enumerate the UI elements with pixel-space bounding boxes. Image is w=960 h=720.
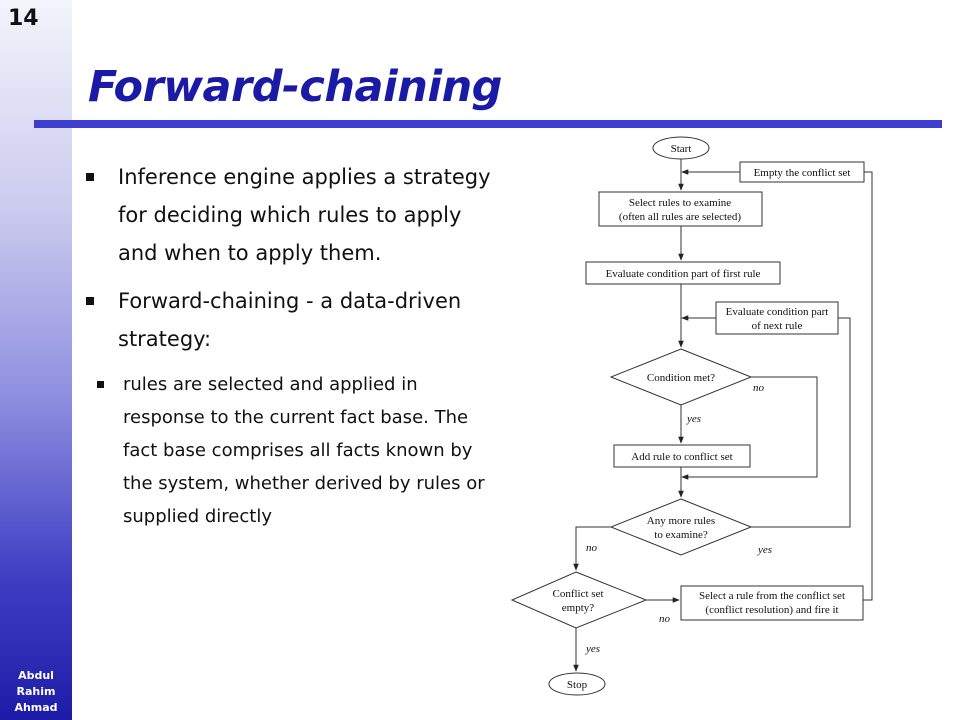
arrow-more-no	[573, 526, 611, 571]
square-bullet-icon	[97, 381, 104, 388]
evaluate-first-rule-box	[585, 261, 781, 285]
square-bullet-icon	[86, 297, 94, 305]
select-rules-label-2: (often all rules are selected)	[619, 211, 741, 223]
more-rules-label-1: Any more rules	[647, 515, 715, 527]
more-no-label: no	[586, 542, 598, 554]
stop-terminal	[548, 672, 606, 696]
sub-bullet-rules-selected: rules are selected and applied in respon…	[46, 368, 502, 533]
condition-no-label: no	[753, 382, 765, 394]
sub-bullet-text: rules are selected and applied in respon…	[123, 374, 485, 527]
arrow-fire-to-empty	[863, 171, 873, 601]
more-rules-decision	[609, 498, 753, 556]
empty-conflict-set-label: Empty the conflict set	[754, 167, 851, 179]
fire-rule-label-2: (conflict resolution) and fire it	[705, 604, 838, 616]
author-last-name: Ahmad	[14, 701, 58, 714]
bullet-list: Inference engine applies a strategy for …	[82, 158, 502, 533]
forward-chaining-flowchart: Start Empty the conflict set Select rule…	[510, 136, 873, 696]
arrow-condition-no	[681, 376, 818, 480]
evaluate-next-label-1: Evaluate condition part	[726, 306, 829, 318]
add-rule-label: Add rule to conflict set	[631, 451, 732, 463]
evaluate-first-rule-label: Evaluate condition part of first rule	[606, 268, 761, 280]
bullet-text: Inference engine applies a strategy for …	[118, 165, 491, 265]
conflict-set-empty-decision	[510, 571, 648, 629]
sidebar: 14 Abdul Rahim Ahmad	[0, 0, 72, 720]
bullet-text: Forward-chaining - a data-driven strateg…	[118, 289, 462, 351]
conflict-set-label-2: empty?	[562, 602, 594, 614]
conflict-no-label: no	[659, 613, 671, 625]
bullet-inference-engine: Inference engine applies a strategy for …	[82, 158, 502, 272]
select-rules-label-1: Select rules to examine	[629, 197, 731, 209]
title-underline	[34, 120, 942, 128]
arrow-more-yes	[751, 317, 851, 528]
fire-rule-label-1: Select a rule from the conflict set	[699, 590, 845, 602]
square-bullet-icon	[86, 173, 94, 181]
conflict-set-label-1: Conflict set	[552, 588, 603, 600]
add-rule-box	[613, 444, 751, 468]
stop-label: Stop	[567, 679, 588, 691]
fire-rule-box	[680, 585, 864, 621]
bullet-forward-chaining: Forward-chaining - a data-driven strateg…	[82, 282, 502, 358]
author-first-name: Abdul	[18, 669, 54, 682]
more-rules-label-2: to examine?	[654, 529, 708, 541]
condition-met-label: Condition met?	[647, 372, 715, 384]
author-name: Abdul Rahim Ahmad	[0, 668, 72, 716]
more-yes-label: yes	[757, 544, 772, 556]
evaluate-next-label-2: of next rule	[752, 320, 803, 332]
slide-number: 14	[8, 6, 39, 31]
condition-yes-label: yes	[686, 413, 701, 425]
author-middle-name: Rahim	[16, 685, 56, 698]
start-label: Start	[671, 143, 692, 155]
slide-title: Forward-chaining	[88, 62, 502, 112]
conflict-yes-label: yes	[585, 643, 600, 655]
